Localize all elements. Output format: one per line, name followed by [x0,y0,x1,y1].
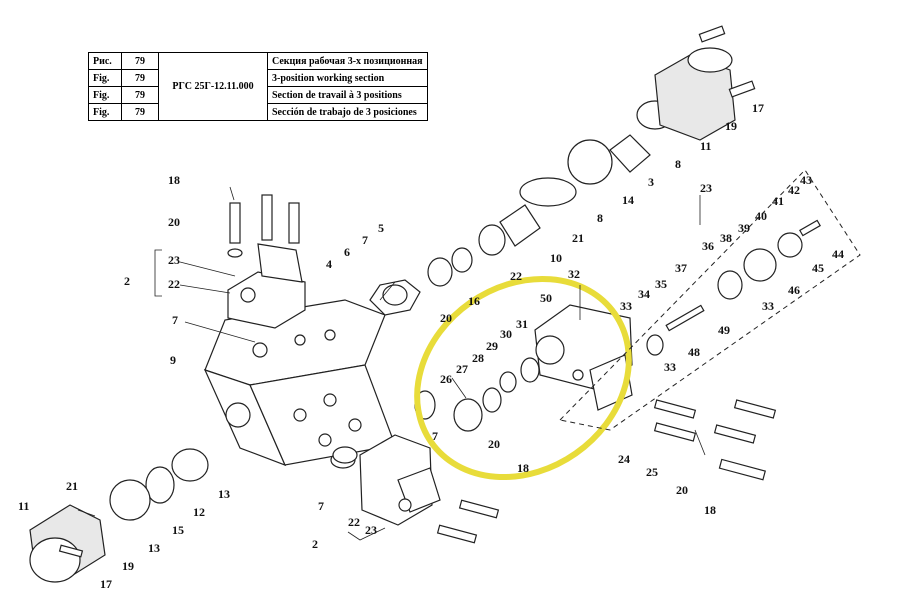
callout-7: 7 [318,499,324,513]
callout-2: 2 [312,537,318,551]
title-row-description: Sección de trabajo de 3 posiciones [267,103,428,121]
fastener-set-part [436,399,777,544]
callout-20: 20 [488,437,500,451]
callout-3: 3 [648,175,654,189]
callout-27: 27 [456,362,468,376]
callout-22: 22 [348,515,360,529]
callout-8: 8 [675,157,681,171]
leader-lines [77,186,706,517]
callout-21: 21 [572,231,584,245]
callout-19: 19 [122,559,134,573]
callout-31: 31 [516,317,528,331]
callout-18: 18 [517,461,529,475]
callout-46: 46 [788,283,800,297]
callout-8: 8 [597,211,603,225]
valve-body-part [203,299,396,467]
callout-16: 16 [468,294,480,308]
callout-23: 23 [700,181,712,195]
callout-23: 23 [365,523,377,537]
callout-7: 7 [432,429,438,443]
callout-7: 7 [172,313,178,327]
callout-9: 9 [170,353,176,367]
title-row-figure-number: 79 [121,103,159,121]
highlight-ring [414,275,632,481]
upper-cover-part [227,194,306,329]
callout-36: 36 [702,239,714,253]
callout-15: 15 [172,523,184,537]
callout-10: 10 [550,251,562,265]
callout-2: 2 [124,274,130,288]
callout-20: 20 [168,215,180,229]
callout-50: 50 [540,291,552,305]
title-row-label: Fig. [88,103,122,121]
callout-49: 49 [718,323,730,337]
callout-40: 40 [755,209,767,223]
callout-11: 11 [700,139,711,153]
lower-left-actuator-part [29,448,209,583]
callout-22: 22 [168,277,180,291]
callout-48: 48 [688,345,700,359]
callout-6: 6 [344,245,350,259]
callout-7: 7 [362,233,368,247]
callout-20: 20 [440,311,452,325]
callout-32: 32 [568,267,580,281]
callout-39: 39 [738,221,750,235]
callout-26: 26 [440,372,452,386]
callout-37: 37 [675,261,687,275]
callout-18: 18 [704,503,716,517]
callout-28: 28 [472,351,484,365]
group-bracket [154,249,162,297]
callout-11: 11 [18,499,29,513]
callout-42: 42 [788,183,800,197]
callout-5: 5 [378,221,384,235]
title-block: Рис. 79 РГС 25Г-12.11.000 Секция рабочая… [88,52,428,121]
callout-44: 44 [832,247,844,261]
callout-33: 33 [664,360,676,374]
callout-45: 45 [812,261,824,275]
callout-29: 29 [486,339,498,353]
callout-38: 38 [720,231,732,245]
callout-41: 41 [772,194,784,208]
callout-17: 17 [100,577,112,591]
callout-19: 19 [725,119,737,133]
callout-35: 35 [655,277,667,291]
callout-33: 33 [762,299,774,313]
callout-18: 18 [168,173,180,187]
right-actuator-part [558,169,861,431]
callout-12: 12 [193,505,205,519]
callout-17: 17 [752,101,764,115]
callout-43: 43 [800,173,812,187]
spool-stack-part [369,25,756,316]
callout-33: 33 [620,299,632,313]
callout-34: 34 [638,287,650,301]
callout-25: 25 [646,465,658,479]
lower-cover-part [330,434,441,526]
callout-30: 30 [500,327,512,341]
callout-4: 4 [326,257,332,271]
callout-13: 13 [218,487,230,501]
group-bracket [347,527,386,541]
callout-21: 21 [66,479,78,493]
callout-22: 22 [510,269,522,283]
callout-23: 23 [168,253,180,267]
callout-20: 20 [676,483,688,497]
callout-14: 14 [622,193,634,207]
callout-24: 24 [618,452,630,466]
callout-13: 13 [148,541,160,555]
callout-labels: 17 19 11 8 3 14 8 21 10 23 43 42 41 40 3… [18,101,844,591]
drawing-code: РГС 25Г-12.11.000 [158,52,268,121]
